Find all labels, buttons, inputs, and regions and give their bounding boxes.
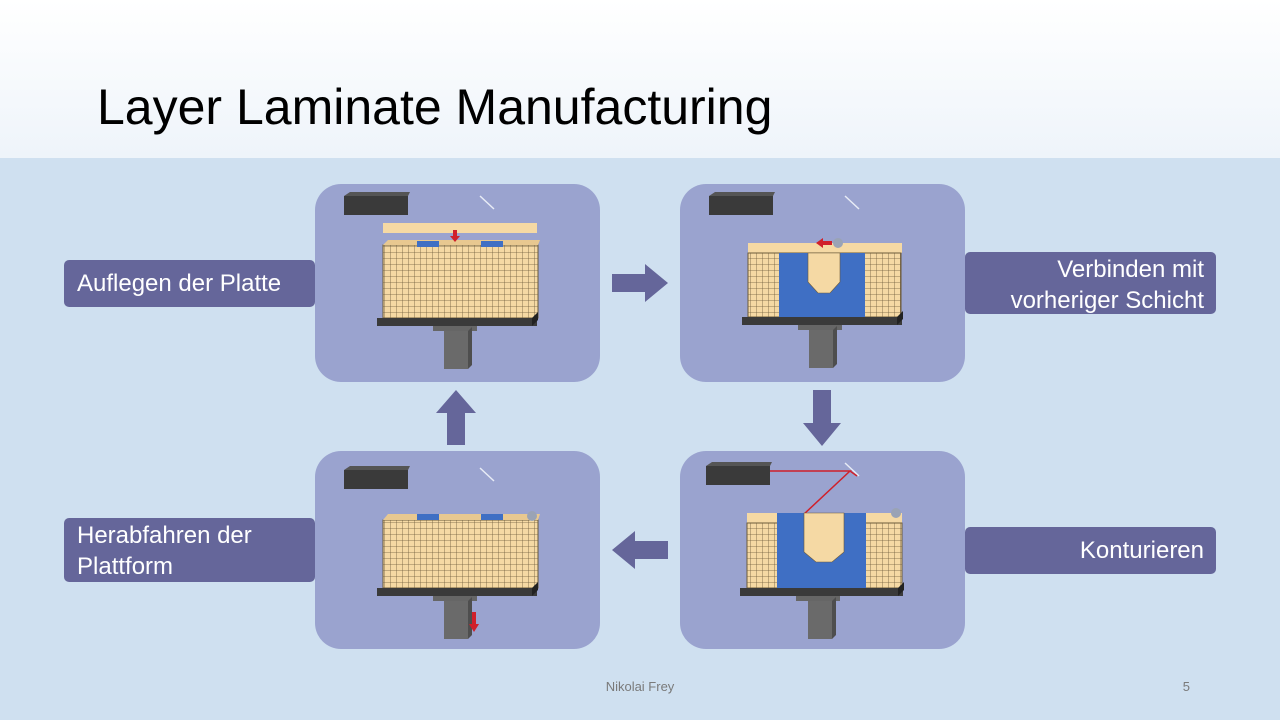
arrow-right-icon — [612, 264, 668, 302]
label-step-4: Herabfahren der Plattform — [64, 518, 315, 582]
label-step-1: Auflegen der Platte — [64, 260, 315, 307]
laser-beam — [770, 470, 852, 516]
left-arrow-red-icon — [816, 238, 832, 248]
slide-header — [0, 0, 1280, 158]
illustration-step-2 — [709, 192, 903, 368]
label-step-2-line1: Verbinden mit — [1057, 256, 1204, 283]
page-number: 5 — [1182, 679, 1190, 694]
down-arrow-red-icon — [450, 230, 460, 242]
illustration-step-3 — [706, 462, 904, 639]
illustration-step-1 — [344, 192, 540, 369]
arrow-left-icon — [612, 531, 668, 569]
label-step-4-line1: Herabfahren der — [77, 522, 252, 549]
down-arrow-red-icon — [469, 612, 479, 632]
arrow-up-icon — [436, 390, 476, 445]
label-step-1-line1: Auflegen der Platte — [77, 270, 282, 297]
slide-title: Layer Laminate Manufacturing — [97, 79, 773, 135]
label-step-2-line2: vorheriger Schicht — [1010, 287, 1204, 314]
label-step-4-line2: Plattform — [77, 553, 174, 580]
label-step-2: Verbinden mit vorheriger Schicht — [965, 252, 1216, 314]
arrow-down-icon — [803, 390, 841, 446]
footer-author: Nikolai Frey — [605, 679, 675, 694]
label-step-3: Konturieren — [965, 527, 1216, 574]
label-step-3-line1: Konturieren — [1079, 537, 1204, 564]
illustration-step-4 — [344, 466, 540, 639]
